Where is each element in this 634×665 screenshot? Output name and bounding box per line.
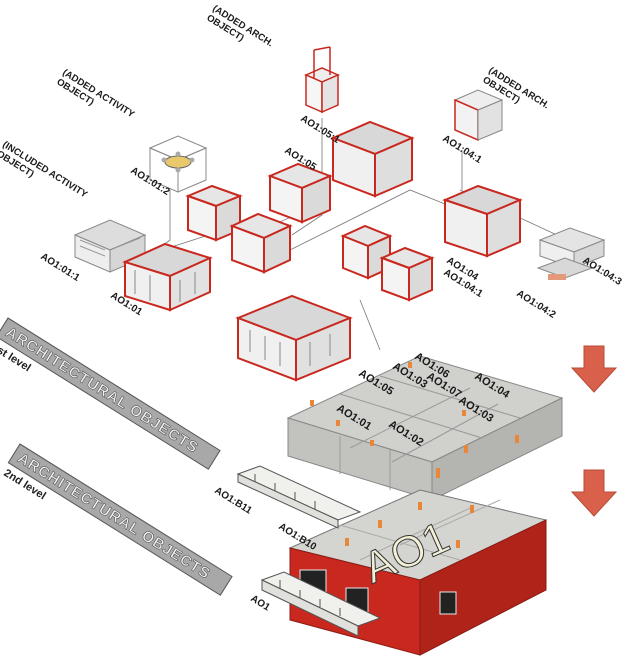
added-arch-object-tower-right <box>453 89 504 142</box>
level1-slab: AO1:06 AO1:05 AO1:03 AO1:07 AO1:04 AO1:0… <box>286 350 564 501</box>
label-ao1: AO1 <box>248 593 272 613</box>
included-activity-object <box>73 219 147 273</box>
exploded-objects: (ADDED ARCH. OBJECT) (ADDED ACTIVITY OBJ… <box>0 3 624 382</box>
room-ao1-04 <box>442 184 523 258</box>
balcony-ao1-b11 <box>236 465 362 529</box>
down-arrow-icon <box>570 345 618 393</box>
label-ao1-04-3: AO1:04:3 <box>580 255 623 288</box>
added-activity-object <box>148 135 208 193</box>
note-added-arch-1: (ADDED ARCH. OBJECT) <box>205 3 275 49</box>
rooms-centre-right <box>340 224 435 302</box>
note-line: (INCLUDED ACTIVITY <box>0 139 89 201</box>
label-ao1-04-2: AO1:04:2 <box>514 288 557 321</box>
down-arrow-icon <box>570 469 618 517</box>
room-lower-centre <box>235 294 353 382</box>
label-ao1-05-1: AO1:05:1 <box>298 113 341 146</box>
banner-level2-title: ARCHITECTURAL OBJECTS <box>14 450 213 583</box>
balcony-ao1-b10 <box>260 571 382 637</box>
added-arch-object-tower <box>304 46 340 114</box>
label-ao1-b11: AO1:B11 <box>212 485 254 517</box>
note-included-activity: (INCLUDED ACTIVITY OBJECT) <box>0 139 90 201</box>
banner-level2: ARCHITECTURAL OBJECTS 2nd level <box>2 443 233 596</box>
note-added-activity: (ADDED ACTIVITY OBJECT) <box>55 67 137 120</box>
room-ao1-05 <box>330 120 415 198</box>
room-cluster-centre <box>185 162 333 274</box>
activity-object-right <box>536 227 606 280</box>
level2-building: AO1 <box>288 489 548 656</box>
banner-level1-title: ARCHITECTURAL OBJECTS <box>2 324 201 457</box>
room-ao1-01 <box>122 242 213 312</box>
